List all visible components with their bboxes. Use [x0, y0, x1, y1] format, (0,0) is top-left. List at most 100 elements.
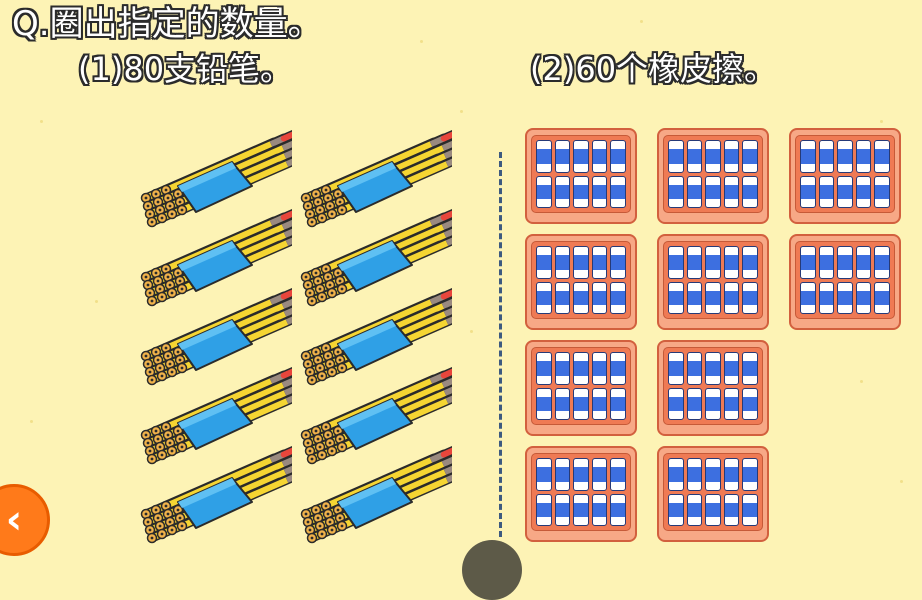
eraser-box[interactable]: [789, 128, 901, 224]
eraser: [591, 458, 608, 491]
dashed-divider: [499, 152, 502, 537]
pencil-bundle[interactable]: [292, 444, 475, 544]
eraser: [573, 140, 589, 173]
eraser: [610, 458, 626, 491]
eraser: [610, 246, 626, 279]
eraser: [874, 175, 890, 208]
pencil-bundle-graphic: [300, 287, 475, 386]
eraser: [855, 281, 872, 314]
eraser-box-tray: [531, 347, 631, 425]
back-button[interactable]: ‹: [0, 484, 50, 556]
pencil-bundle[interactable]: [132, 207, 315, 307]
eraser: [536, 246, 552, 279]
pencil-bundle[interactable]: [132, 128, 315, 228]
eraser: [591, 493, 608, 526]
eraser-box-tray: [663, 453, 763, 531]
eraser-box[interactable]: [657, 446, 769, 542]
eraser: [837, 140, 853, 173]
eraser-box[interactable]: [789, 234, 901, 330]
eraser: [818, 140, 835, 173]
eraser: [742, 140, 758, 173]
pencil-bundle-graphic: [140, 445, 315, 544]
eraser: [837, 175, 853, 208]
eraser: [573, 175, 589, 208]
eraser: [874, 246, 890, 279]
eraser-box[interactable]: [525, 234, 637, 330]
eraser: [554, 140, 571, 173]
eraser: [723, 246, 740, 279]
eraser: [723, 281, 740, 314]
eraser: [686, 246, 703, 279]
eraser: [573, 493, 589, 526]
eraser: [573, 352, 589, 385]
eraser: [705, 246, 721, 279]
eraser: [800, 246, 816, 279]
eraser: [723, 175, 740, 208]
eraser: [800, 281, 816, 314]
eraser-box-tray: [663, 135, 763, 213]
eraser: [536, 458, 552, 491]
eraser: [837, 246, 853, 279]
pencil-bundle[interactable]: [292, 128, 475, 228]
pencil-bundle[interactable]: [292, 365, 475, 465]
eraser-box-tray: [531, 135, 631, 213]
eraser: [591, 246, 608, 279]
eraser: [610, 140, 626, 173]
eraser-box-tray: [531, 453, 631, 531]
eraser-box[interactable]: [657, 128, 769, 224]
eraser-box[interactable]: [525, 128, 637, 224]
eraser-box[interactable]: [657, 234, 769, 330]
eraser: [723, 458, 740, 491]
eraser-box[interactable]: [657, 340, 769, 436]
eraser: [573, 387, 589, 420]
eraser-box[interactable]: [525, 340, 637, 436]
eraser: [800, 175, 816, 208]
eraser-box-tray: [531, 241, 631, 319]
eraser: [554, 281, 571, 314]
eraser: [554, 458, 571, 491]
eraser: [610, 175, 626, 208]
pencil-bundle[interactable]: [292, 207, 475, 307]
eraser: [818, 281, 835, 314]
pencil-bundle-graphic: [300, 129, 475, 228]
eraser: [536, 352, 552, 385]
pencil-bundle-graphic: [140, 129, 315, 228]
pencil-bundle[interactable]: [132, 365, 315, 465]
pencil-bundle[interactable]: [292, 286, 475, 386]
pencil-bundle[interactable]: [132, 444, 315, 544]
eraser: [705, 352, 721, 385]
eraser: [686, 458, 703, 491]
eraser: [668, 246, 684, 279]
eraser: [686, 175, 703, 208]
eraser: [742, 387, 758, 420]
eraser: [742, 175, 758, 208]
eraser: [591, 352, 608, 385]
eraser: [705, 175, 721, 208]
eraser: [536, 387, 552, 420]
eraser: [686, 387, 703, 420]
eraser: [668, 175, 684, 208]
eraser: [855, 246, 872, 279]
eraser: [705, 281, 721, 314]
bottom-control[interactable]: [462, 540, 522, 600]
eraser: [668, 140, 684, 173]
eraser: [723, 387, 740, 420]
eraser: [668, 458, 684, 491]
eraser: [705, 387, 721, 420]
eraser-box-tray: [663, 241, 763, 319]
eraser: [818, 175, 835, 208]
eraser: [705, 458, 721, 491]
eraser: [668, 387, 684, 420]
eraser: [668, 281, 684, 314]
eraser: [610, 493, 626, 526]
eraser: [554, 493, 571, 526]
eraser-box-tray: [795, 241, 895, 319]
eraser: [742, 246, 758, 279]
eraser: [723, 140, 740, 173]
eraser: [855, 140, 872, 173]
eraser: [818, 246, 835, 279]
eraser: [554, 352, 571, 385]
eraser: [536, 140, 552, 173]
eraser: [723, 493, 740, 526]
eraser-box[interactable]: [525, 446, 637, 542]
